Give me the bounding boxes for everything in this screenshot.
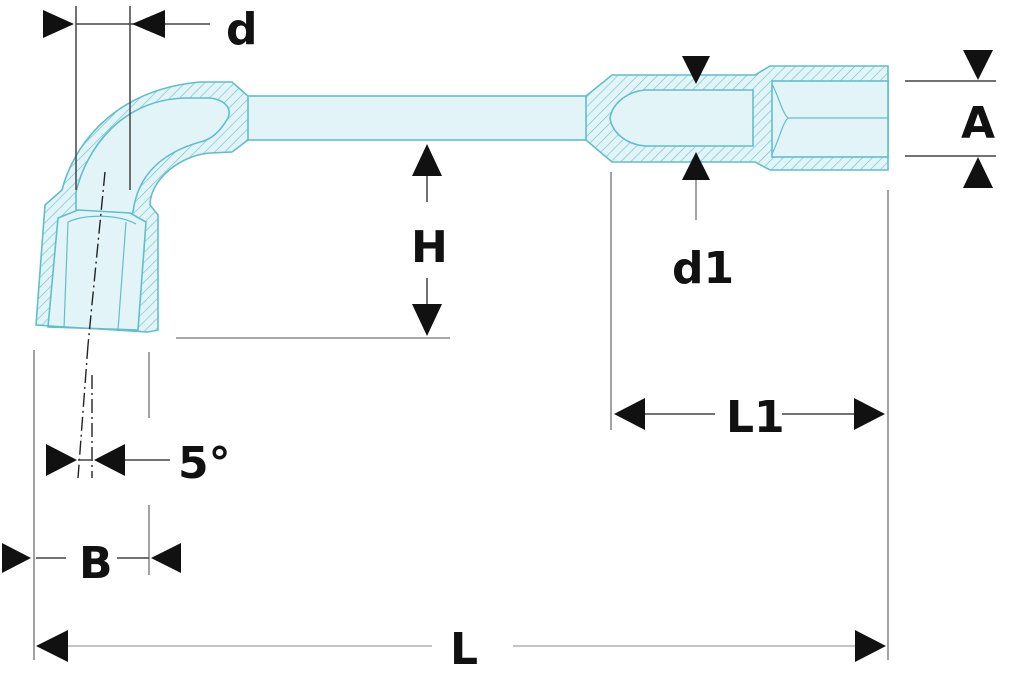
socket-hex-bore — [47, 209, 147, 331]
dimension-l1: L1 — [610, 172, 889, 660]
label-h: H — [411, 222, 448, 273]
bent-head-bore — [75, 97, 230, 219]
arrow-right-icon — [43, 10, 74, 38]
arrow-left-icon — [94, 444, 125, 476]
dimension-d1: d1 — [672, 56, 734, 294]
label-a: A — [961, 98, 995, 149]
dimension-h: H — [176, 144, 450, 339]
label-d1: d1 — [672, 243, 734, 294]
arrow-left-icon — [132, 10, 165, 38]
arrow-left-icon — [36, 630, 68, 662]
dimension-d: d — [43, 4, 258, 190]
arrow-down-icon — [682, 56, 710, 84]
label-l1: L1 — [726, 392, 785, 443]
dimension-a: A — [905, 50, 996, 188]
centerlines — [77, 171, 106, 479]
arrow-right-icon — [2, 543, 31, 573]
dimension-b: B — [2, 505, 181, 589]
arrow-left-icon — [614, 398, 645, 430]
right-bore — [609, 89, 754, 147]
arrow-left-icon — [151, 543, 181, 573]
arrow-right-icon — [46, 444, 77, 476]
arrow-right-icon — [854, 398, 885, 430]
arrow-down-icon — [412, 304, 442, 336]
arrow-up-icon — [682, 152, 710, 180]
arrow-up-icon — [963, 157, 993, 188]
arrow-down-icon — [963, 50, 993, 80]
arrow-right-icon — [855, 630, 886, 662]
label-l: L — [450, 624, 478, 675]
wrench-shaft — [245, 95, 589, 141]
label-b: B — [79, 538, 113, 589]
dimension-angle: 5° — [33, 350, 231, 660]
arrow-up-icon — [412, 144, 442, 176]
wrench-body — [35, 65, 889, 333]
label-d: d — [226, 4, 258, 55]
right-socket-hex — [771, 80, 889, 158]
label-angle: 5° — [178, 438, 231, 489]
dimension-l: L — [36, 624, 886, 675]
